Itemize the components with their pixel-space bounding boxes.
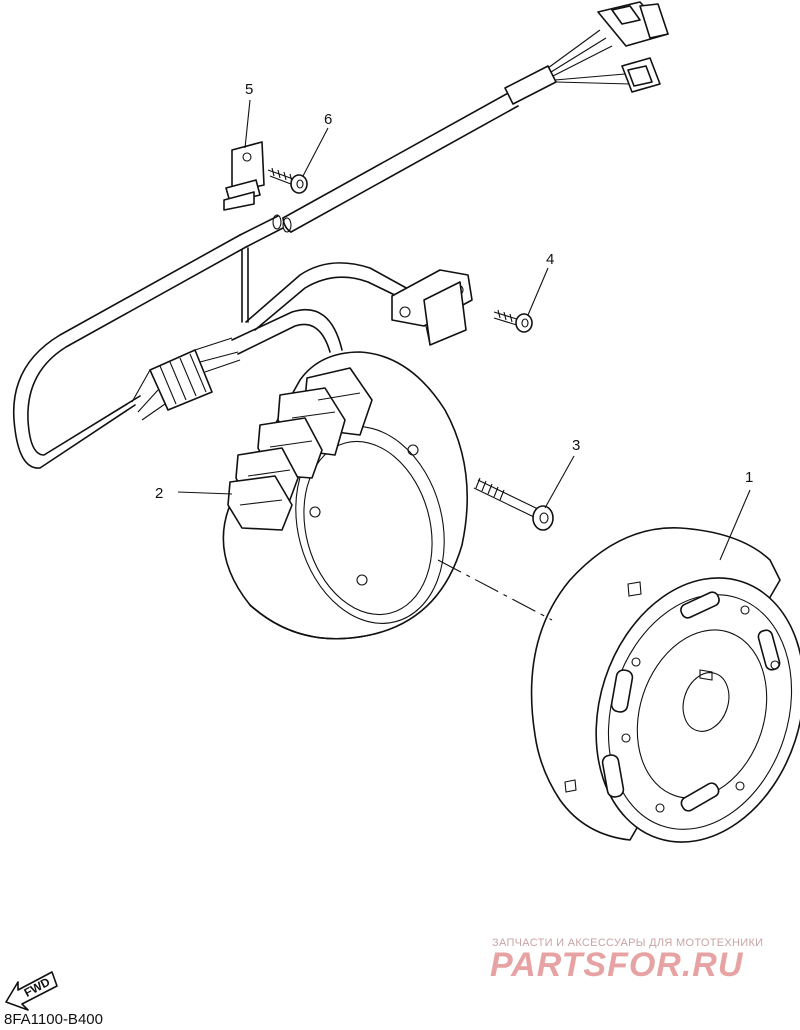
watermark: ЗАПЧАСТИ И АКСЕССУАРЫ ДЛЯ МОТОТЕХНИКИ PA… (490, 937, 763, 984)
rotor-part (530, 527, 800, 843)
connector-lower (621, 57, 661, 93)
clip-screw (267, 167, 308, 194)
callout-3: 3 (572, 437, 580, 454)
wire-harness (12, 1, 669, 469)
clamp-part (391, 269, 473, 346)
stator-part (222, 351, 469, 640)
callout-5: 5 (245, 81, 253, 98)
callout-2: 2 (155, 485, 163, 502)
watermark-brand: PARTSFOR.RU (490, 946, 744, 984)
drawing-code: 8FA1100-B400 (4, 1011, 103, 1028)
fwd-arrow: FWD (5, 971, 58, 1011)
stator-bolt (473, 477, 554, 531)
connector-upper (597, 1, 669, 47)
callout-6: 6 (324, 111, 332, 128)
callout-4: 4 (546, 251, 554, 268)
clamp-screw (493, 309, 533, 333)
clip-part (223, 141, 265, 211)
assembly-centerline (437, 559, 553, 621)
callouts: 1 2 3 4 5 6 (155, 81, 753, 561)
grommet-block (131, 337, 241, 421)
watermark-tagline: ЗАПЧАСТИ И АКСЕССУАРЫ ДЛЯ МОТОТЕХНИКИ (492, 937, 763, 949)
callout-1: 1 (745, 469, 753, 486)
